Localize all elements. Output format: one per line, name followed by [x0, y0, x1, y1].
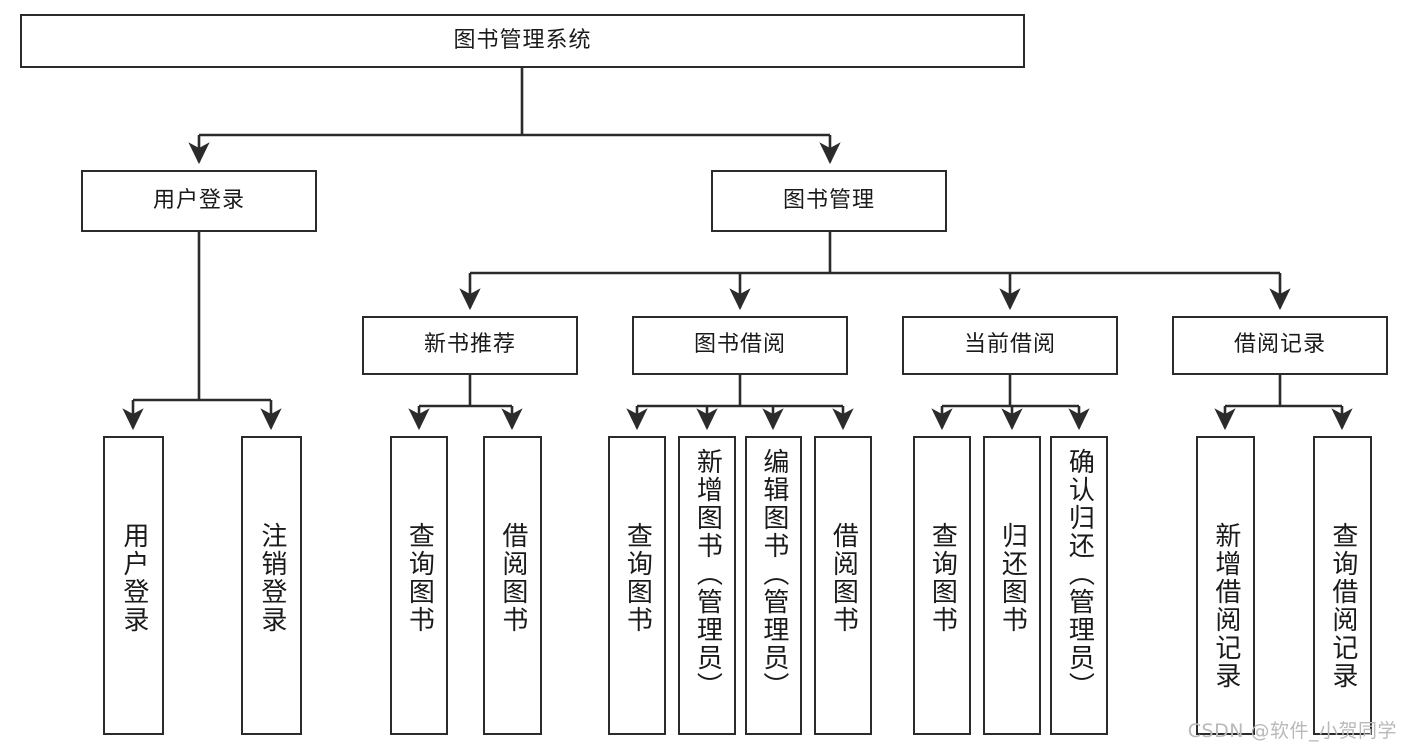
- node-leaf-query-borrow-record-label: 查询借阅记录: [1327, 522, 1358, 690]
- node-leaf-borrow-book-rec[interactable]: 借阅图书: [483, 436, 542, 735]
- node-leaf-add-book-admin[interactable]: 新增图书（管理员）: [678, 436, 736, 735]
- node-current-borrow[interactable]: 当前借阅: [902, 316, 1118, 375]
- node-leaf-add-borrow-record[interactable]: 新增借阅记录: [1196, 436, 1255, 735]
- node-leaf-add-book-admin-label: 新增图书（管理员）: [692, 448, 723, 700]
- node-leaf-borrow-book[interactable]: 借阅图书: [814, 436, 872, 735]
- node-new-book-rec[interactable]: 新书推荐: [362, 316, 578, 375]
- node-user-login-label: 用户登录: [152, 187, 245, 213]
- node-book-manage[interactable]: 图书管理: [711, 170, 947, 232]
- node-leaf-edit-book-admin-label: 编辑图书（管理员）: [758, 448, 789, 700]
- node-book-borrow[interactable]: 图书借阅: [632, 316, 848, 375]
- node-leaf-query-book-rec[interactable]: 查询图书: [390, 436, 448, 735]
- node-leaf-borrow-book-rec-label: 借阅图书: [497, 522, 528, 634]
- node-leaf-query-book-borrow[interactable]: 查询图书: [608, 436, 666, 735]
- node-leaf-logout-label: 注销登录: [256, 522, 287, 634]
- node-leaf-query-book-rec-label: 查询图书: [404, 522, 435, 634]
- csdn-watermark: CSDN @软件_小贺同学: [1187, 720, 1397, 742]
- node-leaf-query-book-borrow-label: 查询图书: [622, 522, 653, 634]
- node-leaf-query-borrow-record[interactable]: 查询借阅记录: [1313, 436, 1372, 735]
- node-leaf-borrow-book-label: 借阅图书: [828, 522, 859, 634]
- node-borrow-record-label: 借阅记录: [1233, 332, 1326, 358]
- node-leaf-query-book-cur-label: 查询图书: [927, 522, 958, 634]
- node-leaf-return-book[interactable]: 归还图书: [983, 436, 1041, 735]
- node-book-borrow-label: 图书借阅: [693, 332, 786, 358]
- node-leaf-add-borrow-record-label: 新增借阅记录: [1210, 522, 1241, 690]
- node-leaf-confirm-return-admin[interactable]: 确认归还（管理员）: [1050, 436, 1108, 735]
- node-leaf-logout[interactable]: 注销登录: [241, 436, 302, 735]
- node-leaf-confirm-return-admin-label: 确认归还（管理员）: [1064, 448, 1095, 700]
- node-leaf-return-book-label: 归还图书: [997, 522, 1028, 634]
- node-current-borrow-label: 当前借阅: [963, 332, 1056, 358]
- node-root[interactable]: 图书管理系统: [20, 14, 1025, 68]
- node-leaf-user-login-label: 用户登录: [118, 522, 149, 634]
- node-leaf-query-book-cur[interactable]: 查询图书: [913, 436, 971, 735]
- node-root-label: 图书管理系统: [453, 27, 592, 53]
- node-user-login[interactable]: 用户登录: [81, 170, 317, 232]
- node-leaf-edit-book-admin[interactable]: 编辑图书（管理员）: [745, 436, 802, 735]
- node-book-manage-label: 图书管理: [782, 187, 875, 213]
- node-new-book-rec-label: 新书推荐: [423, 332, 516, 358]
- node-leaf-user-login[interactable]: 用户登录: [103, 436, 164, 735]
- node-borrow-record[interactable]: 借阅记录: [1172, 316, 1388, 375]
